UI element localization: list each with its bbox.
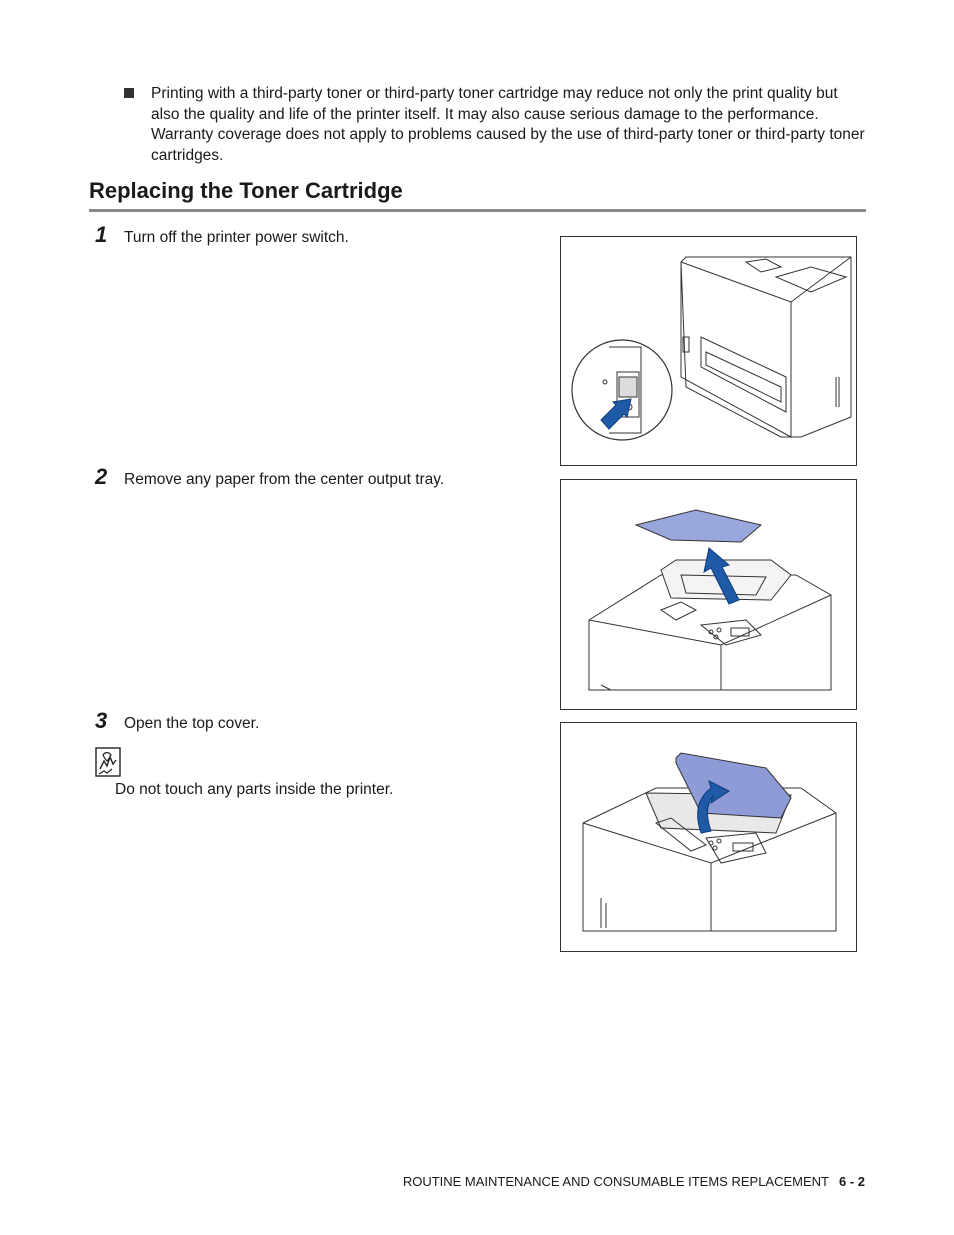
step-3-text: Open the top cover.	[124, 715, 260, 732]
lift-arrow-icon	[703, 547, 740, 605]
step-1-number: 1	[95, 222, 108, 247]
step-3-number: 3	[95, 708, 108, 733]
square-bullet-icon	[124, 88, 134, 98]
paper-sheet-icon	[634, 509, 763, 543]
printer-remove-paper-illustration	[588, 509, 832, 691]
figure-power-switch	[560, 236, 857, 466]
figure-remove-paper	[560, 479, 857, 710]
title-rule	[89, 209, 866, 212]
note-hand-icon	[95, 747, 121, 777]
note-text: Do not touch any parts inside the printe…	[115, 781, 394, 798]
step-2-text: Remove any paper from the center output …	[124, 471, 445, 488]
caution-bullet: Printing with a third-party toner or thi…	[124, 84, 869, 166]
section-title: Replacing the Toner Cartridge	[89, 178, 403, 203]
page-footer: ROUTINE MAINTENANCE AND CONSUMABLE ITEMS…	[403, 1174, 865, 1189]
figure-open-cover	[560, 722, 857, 952]
step-2-number: 2	[95, 464, 108, 489]
footer-section-title: ROUTINE MAINTENANCE AND CONSUMABLE ITEMS…	[402, 1174, 829, 1189]
press-arrow-icon	[600, 398, 632, 430]
page-number: 6 - 2	[838, 1174, 865, 1189]
caution-bullet-text: Printing with a third-party toner or thi…	[151, 85, 865, 164]
step-1-text: Turn off the printer power switch.	[124, 229, 349, 246]
printer-open-cover-illustration	[582, 752, 837, 932]
open-arrow-icon	[697, 780, 730, 834]
printer-power-switch-illustration	[571, 256, 852, 441]
